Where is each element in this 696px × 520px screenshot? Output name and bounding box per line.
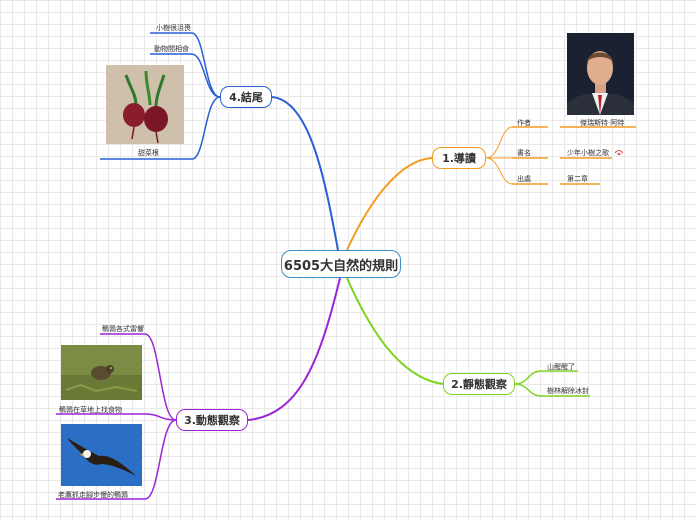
link-static-item1 [514,370,578,385]
link-central-to-dynamic [247,277,341,421]
link-central-to-static [346,277,444,385]
ending-item-2: 動物間相食 [154,45,189,53]
link-static-item2 [514,383,590,397]
intro-source-value: 第二章 [567,175,588,183]
intro-author-label: 作者 [517,119,531,127]
link-central-to-ending [271,96,339,251]
author-photo [567,33,634,115]
link-dynamic-item3 [56,419,177,500]
link-ending-item2 [150,53,221,98]
dynamic-item-1: 鵪鶉各式雷響 [102,325,144,333]
link-central-to-intro [346,157,433,251]
branch-intro[interactable]: 1.導讀 [432,147,486,169]
intro-source-label: 出處 [517,175,531,183]
link-ending-item1 [150,32,221,98]
branch-static-observation[interactable]: 2.靜態觀察 [443,373,515,395]
eagle-photo [61,424,142,486]
ending-item-3: 甜菜根 [138,149,159,157]
link-intro-source [485,157,548,185]
intro-title-label: 書名 [517,149,531,157]
branch-ending[interactable]: 4.結尾 [220,86,272,108]
static-item-1: 山醒醒了 [547,363,575,371]
central-topic[interactable]: 6505大自然的規則 [281,250,401,278]
static-item-2: 樹林解除冰封 [547,387,589,395]
ending-item-1: 小樹很沮喪 [156,24,191,32]
link-intro-author [485,126,548,159]
quail-photo [61,345,142,400]
dynamic-item-3: 老鷹抓走腳步慢的鵪鶉 [58,491,128,499]
dynamic-item-2: 鵪鶉在草地上找食物 [59,406,122,414]
beetroot-photo [106,65,184,144]
branch-dynamic-observation[interactable]: 3.動態觀察 [176,409,248,431]
link-dynamic-item1 [100,333,177,421]
intro-author-value: 傑瑞斯特·阿特 [580,119,625,127]
link-ending-item3 [100,96,221,160]
intro-title-value: 少年小樹之歌 [567,149,609,157]
link-dynamic-item2 [56,413,177,421]
book-cover-icon [614,145,624,155]
